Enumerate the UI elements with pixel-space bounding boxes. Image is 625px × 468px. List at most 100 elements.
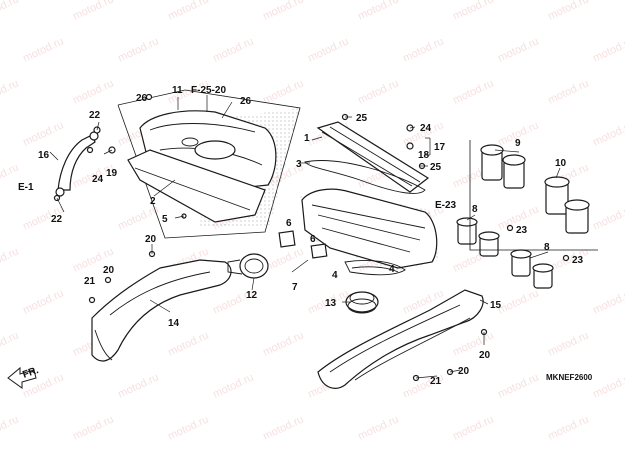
callout-8-b: 8 (544, 242, 550, 253)
watermark-text: motod.ru (591, 371, 625, 400)
callout-17: 17 (434, 142, 446, 153)
front-direction-arrow (7, 366, 37, 389)
watermark-text: motod.ru (261, 0, 305, 23)
watermark-text: motod.ru (546, 0, 590, 23)
callout-24-a: 24 (420, 123, 432, 134)
watermark-text: motod.ru (546, 77, 590, 106)
watermark-text: motod.ru (261, 245, 305, 274)
watermark-text: motod.ru (401, 35, 445, 64)
callout-19: 19 (106, 168, 118, 179)
callout-23-b: 23 (572, 255, 584, 266)
funnel-9 (480, 144, 526, 189)
callout-20-b: 20 (103, 265, 115, 276)
callout-6: 6 (286, 218, 292, 229)
intake-duct-left (91, 259, 232, 362)
funnel-10 (544, 176, 590, 234)
callout-26-b: 26 (240, 96, 252, 107)
callout-22-a: 22 (89, 110, 101, 121)
watermark-text: motod.ru (591, 203, 625, 232)
callout-20-c: 20 (479, 350, 491, 361)
watermark-text: motod.ru (261, 329, 305, 358)
callout-12: 12 (246, 290, 258, 301)
leader-lines (49, 95, 561, 379)
watermark-text: motod.ru (211, 371, 255, 400)
callout-1: 1 (304, 133, 310, 144)
callout-14: 14 (168, 318, 180, 329)
watermark-text: motod.ru (116, 371, 160, 400)
watermark-text: motod.ru (0, 245, 21, 274)
watermark-text: motod.ru (496, 371, 540, 400)
callout-24-b: 24 (92, 174, 104, 185)
callout-4-b: 4 (389, 264, 395, 275)
callout-25-b: 25 (430, 162, 442, 173)
breather-hose (55, 131, 99, 197)
watermark-text: motod.ru (21, 287, 65, 316)
callout-18: 18 (418, 150, 430, 161)
watermark-text: motod.ru (356, 413, 400, 442)
watermark-text: motod.ru (261, 413, 305, 442)
callout-6-b: 6 (310, 234, 316, 245)
watermark-text: motod.ru (451, 413, 495, 442)
watermark-text: motod.ru (306, 35, 350, 64)
callout-20-d: 20 (458, 366, 470, 377)
watermark-text: motod.ru (546, 329, 590, 358)
watermark-text: motod.ru (0, 329, 21, 358)
fasteners (53, 93, 570, 382)
funnel-8-right (510, 249, 554, 289)
intake-duct-right (317, 289, 484, 389)
watermark-text: motod.ru (591, 287, 625, 316)
watermark-text: motod.ru (21, 35, 65, 64)
callout-15: 15 (490, 300, 502, 311)
callout-22-b: 22 (51, 214, 63, 225)
watermark-text: motod.ru (166, 413, 210, 442)
callout-21-a: 21 (84, 276, 96, 287)
watermark-text: motod.ru (0, 77, 21, 106)
upper-cover (127, 110, 277, 223)
gasket-3 (304, 160, 426, 194)
funnel-group-frame (469, 140, 598, 251)
callout-8-a: 8 (472, 204, 478, 215)
watermark-text: motod.ru (211, 35, 255, 64)
direction-label: FR. (21, 365, 40, 381)
reference-labels: F-25-20 E-1 E-23 FR. MKNEF2600 (18, 85, 593, 382)
callout-3: 3 (296, 159, 302, 170)
callout-7: 7 (292, 282, 298, 293)
watermark-text: motod.ru (166, 0, 210, 23)
callout-5: 5 (162, 214, 168, 225)
ref-e-23: E-23 (435, 200, 457, 211)
watermark-text: motod.ru (71, 413, 115, 442)
ref-e-1: E-1 (18, 182, 34, 193)
watermark-text: motod.ru (0, 413, 21, 442)
callout-21-b: 21 (430, 376, 442, 387)
watermark-text: motod.ru (71, 77, 115, 106)
callout-numbers: 1 2 3 4 4 5 6 6 7 8 8 9 10 11 12 13 14 1… (38, 85, 584, 387)
callout-9: 9 (515, 138, 521, 149)
callout-25-a: 25 (356, 113, 368, 124)
callout-10: 10 (555, 158, 567, 169)
callout-23-a: 23 (516, 225, 528, 236)
callout-13: 13 (325, 298, 337, 309)
seal-13 (345, 291, 379, 314)
callout-16: 16 (38, 150, 50, 161)
watermark-text: motod.ru (21, 119, 65, 148)
watermark-text: motod.ru (166, 329, 210, 358)
watermark-text: motod.ru (71, 0, 115, 23)
callout-20-a: 20 (145, 234, 157, 245)
diagram-code: MKNEF2600 (546, 373, 593, 382)
watermark-text: motod.ru (261, 77, 305, 106)
watermark-text: motod.ru (0, 0, 21, 23)
watermark-text: motod.ru (451, 77, 495, 106)
callout-4-a: 4 (332, 270, 338, 281)
watermark-text: motod.ru (356, 0, 400, 23)
funnel-8-left (456, 217, 500, 257)
callout-11: 11 (172, 85, 183, 96)
watermark-text: motod.ru (546, 413, 590, 442)
watermark-text: motod.ru (451, 0, 495, 23)
watermark-text: motod.ru (356, 77, 400, 106)
watermark-text: motod.ru (591, 35, 625, 64)
funnel-12 (227, 253, 269, 279)
watermark-text: motod.ru (496, 287, 540, 316)
watermark-text: motod.ru (591, 119, 625, 148)
